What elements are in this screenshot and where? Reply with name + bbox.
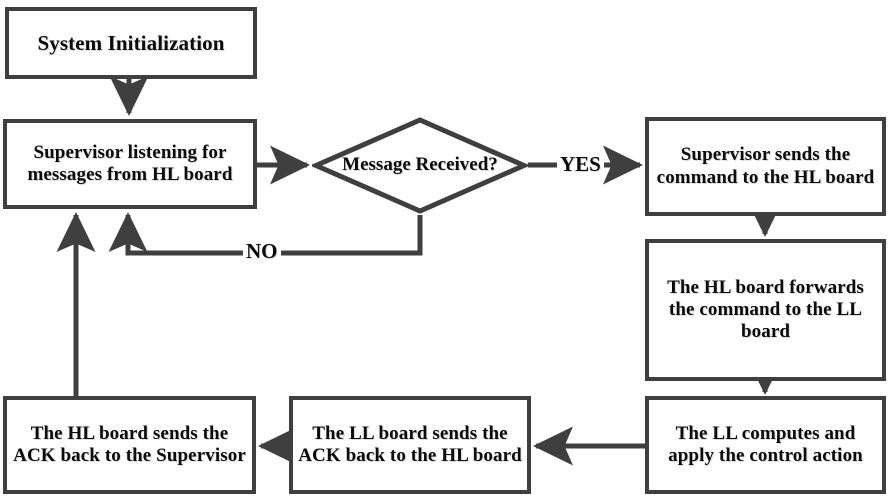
node-label-supervisor-listening: Supervisor listening for messages from H… — [27, 141, 233, 185]
node-label-ll-computes-control: The LL computes and apply the control ac… — [668, 422, 863, 466]
node-hl-sends-ack[interactable]: The HL board sends the ACK back to the S… — [3, 396, 256, 494]
node-label-ll-sends-ack: The LL board sends the ACK back to the H… — [298, 422, 522, 466]
node-label-system-initialization: System Initialization — [37, 30, 225, 55]
node-ll-computes-control[interactable]: The LL computes and apply the control ac… — [645, 396, 886, 494]
node-label-message-received: Message Received? — [342, 154, 498, 176]
node-message-received[interactable]: Message Received? — [312, 116, 528, 215]
node-system-initialization[interactable]: System Initialization — [5, 7, 257, 79]
node-supervisor-listening[interactable]: Supervisor listening for messages from H… — [3, 119, 257, 209]
node-label-supervisor-sends-command: Supervisor sends the command to the HL b… — [656, 144, 875, 188]
edge-label-yes: YES — [557, 152, 604, 177]
node-label-hl-forwards-command: The HL board forwards the command to the… — [667, 276, 864, 343]
diamond-shape-icon — [312, 117, 528, 214]
node-hl-forwards-command[interactable]: The HL board forwards the command to the… — [645, 239, 886, 381]
edge-label-no: NO — [243, 239, 281, 264]
node-ll-sends-ack[interactable]: The LL board sends the ACK back to the H… — [289, 396, 531, 494]
node-supervisor-sends-command[interactable]: Supervisor sends the command to the HL b… — [645, 117, 886, 216]
node-label-hl-sends-ack: The HL board sends the ACK back to the S… — [13, 422, 246, 466]
